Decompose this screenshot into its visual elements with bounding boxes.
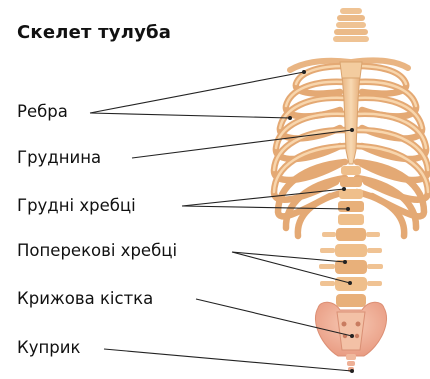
cervical-vertebrae [333,8,369,42]
sacrum-pelvis [315,302,386,356]
leader-coccyx [104,349,352,371]
lumbar-vertebrae [319,228,383,307]
manubrium [340,62,362,78]
leader-ribs-lower [90,113,290,118]
thoracic-vertebrae [338,166,364,225]
leader-ribs-upper [90,72,304,113]
sternum [342,74,360,164]
leader-thoracic-lower [182,206,348,209]
